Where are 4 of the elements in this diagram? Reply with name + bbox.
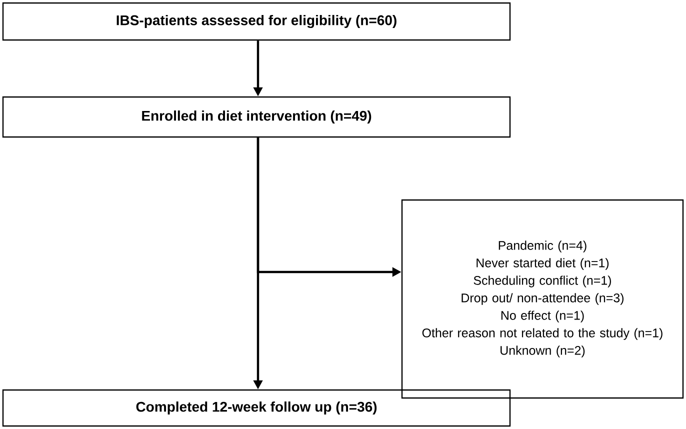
process-box: Enrolled in diet intervention (n=49) bbox=[2, 96, 511, 138]
process-box: Completed 12-week follow up (n=36) bbox=[2, 389, 511, 427]
process-box: IBS-patients assessed for eligibility (n=60) bbox=[2, 2, 511, 41]
reasons-box: Pandemic (n=4) Never started diet (n=1) Scheduling conflict (n=1) Drop out/ non-attendee (n=3) No effect (n=1) Other reason not related to the study (n=1) Unknown (n=2) bbox=[401, 199, 684, 399]
